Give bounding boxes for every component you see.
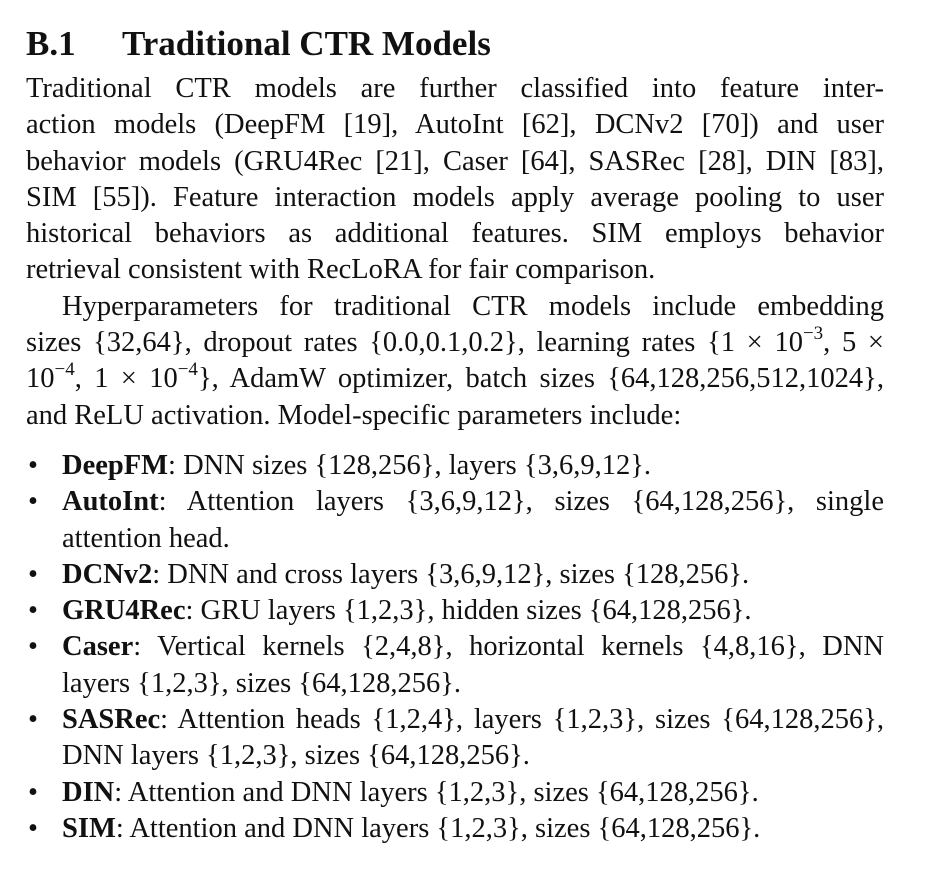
list-item-autoint: • AutoInt: Attention layers {3,6,9,12}, … [26, 484, 884, 557]
paragraph-line: action models (DeepFM [19], AutoInt [62]… [26, 109, 884, 141]
list-item-line: Caser: Vertical kernels {2,4,8}, horizon… [62, 629, 884, 665]
exponent: −4 [54, 359, 75, 381]
list-item-deepfm: • DeepFM: DNN sizes {128,256}, layers {3… [26, 448, 884, 484]
list-item-sasrec: • SASRec: Attention heads {1,2,4}, layer… [26, 702, 884, 775]
section-title: Traditional CTR Models [122, 24, 491, 63]
list-item-line: SIM: Attention and DNN layers {1,2,3}, s… [62, 811, 884, 847]
list-item-sim: • SIM: Attention and DNN layers {1,2,3},… [26, 811, 884, 847]
text-run: 10 [26, 363, 55, 395]
list-item-line: attention head. [62, 522, 230, 554]
model-params: : DNN sizes {128,256}, layers {3,6,9,12}… [168, 449, 652, 481]
model-params: : Attention and DNN layers {1,2,3}, size… [115, 812, 761, 844]
list-item-line: layers {1,2,3}, sizes {64,128,256}. [62, 667, 462, 699]
list-item-gru4rec: • GRU4Rec: GRU layers {1,2,3}, hidden si… [26, 593, 884, 629]
paragraph-ctr-classification: Traditional CTR models are further class… [26, 71, 884, 289]
list-item-line: GRU4Rec: GRU layers {1,2,3}, hidden size… [62, 593, 884, 629]
bullet-icon: • [28, 704, 38, 736]
model-name: GRU4Rec [62, 595, 186, 627]
model-name: Caser [62, 631, 134, 663]
bullet-icon: • [28, 776, 38, 808]
bullet-icon: • [28, 486, 38, 518]
model-params: : DNN and cross layers {3,6,9,12}, sizes… [152, 558, 750, 590]
text-run: sizes {32,64}, dropout rates {0.0,0.1,0.… [26, 327, 803, 359]
paragraph-line: Traditional CTR models are further class… [26, 73, 884, 104]
model-name: DeepFM [62, 449, 169, 481]
model-name: DIN [62, 776, 115, 808]
paragraph-hyperparameters: Hyperparameters for traditional CTR mode… [26, 289, 884, 434]
model-name: DCNv2 [62, 558, 153, 590]
text-run: }, AdamW optimizer, batch sizes {64,128,… [197, 363, 884, 395]
model-name: SIM [62, 812, 116, 844]
section-number: B.1 [26, 24, 76, 63]
list-item-dcnv2: • DCNv2: DNN and cross layers {3,6,9,12}… [26, 557, 884, 593]
paragraph-line: behavior models (GRU4Rec [21], Caser [64… [26, 145, 884, 177]
paper-page: B.1 Traditional CTR Models Traditional CT… [26, 22, 884, 847]
text-run: , 1 × 10 [74, 363, 178, 395]
bullet-icon: • [28, 558, 38, 590]
paragraph-line: historical behaviors as additional featu… [26, 218, 884, 250]
paragraph-line: and ReLU activation. Model-specific para… [26, 399, 682, 431]
exponent: −4 [177, 359, 198, 381]
model-params: : Attention heads {1,2,4}, layers {1,2,3… [160, 704, 884, 736]
paragraph-line: 10−4, 1 × 10−4}, AdamW optimizer, batch … [26, 359, 884, 397]
paragraph-line: retrieval consistent with RecLoRA for fa… [26, 254, 656, 286]
bullet-icon: • [28, 631, 38, 663]
bullet-icon: • [28, 449, 38, 481]
paragraph-line: sizes {32,64}, dropout rates {0.0,0.1,0.… [26, 323, 884, 361]
list-item-line: DCNv2: DNN and cross layers {3,6,9,12}, … [62, 557, 884, 593]
paragraph-line: SIM [55]). Feature interaction models ap… [26, 181, 884, 213]
paragraph-line: Hyperparameters for traditional CTR mode… [62, 290, 884, 322]
bullet-icon: • [28, 595, 38, 627]
model-parameter-list: • DeepFM: DNN sizes {128,256}, layers {3… [26, 448, 884, 847]
list-item-line: AutoInt: Attention layers {3,6,9,12}, si… [62, 484, 884, 520]
model-name: SASRec [62, 704, 161, 736]
list-item-line: DIN: Attention and DNN layers {1,2,3}, s… [62, 775, 884, 811]
model-params: : GRU layers {1,2,3}, hidden sizes {64,1… [185, 595, 752, 627]
exponent: −3 [802, 323, 824, 345]
model-params: : Attention layers {3,6,9,12}, sizes {64… [158, 486, 884, 518]
model-name: AutoInt [62, 486, 159, 518]
text-run: , 5 × [823, 327, 884, 359]
list-item-caser: • Caser: Vertical kernels {2,4,8}, horiz… [26, 629, 884, 702]
list-item-line: SASRec: Attention heads {1,2,4}, layers … [62, 702, 884, 738]
section-heading: B.1 Traditional CTR Models [26, 22, 884, 66]
bullet-icon: • [28, 812, 38, 844]
model-params: : Vertical kernels {2,4,8}, horizontal k… [133, 631, 884, 663]
list-item-din: • DIN: Attention and DNN layers {1,2,3},… [26, 775, 884, 811]
list-item-line: DNN layers {1,2,3}, sizes {64,128,256}. [62, 740, 530, 772]
list-item-line: DeepFM: DNN sizes {128,256}, layers {3,6… [62, 448, 884, 484]
model-params: : Attention and DNN layers {1,2,3}, size… [114, 776, 759, 808]
